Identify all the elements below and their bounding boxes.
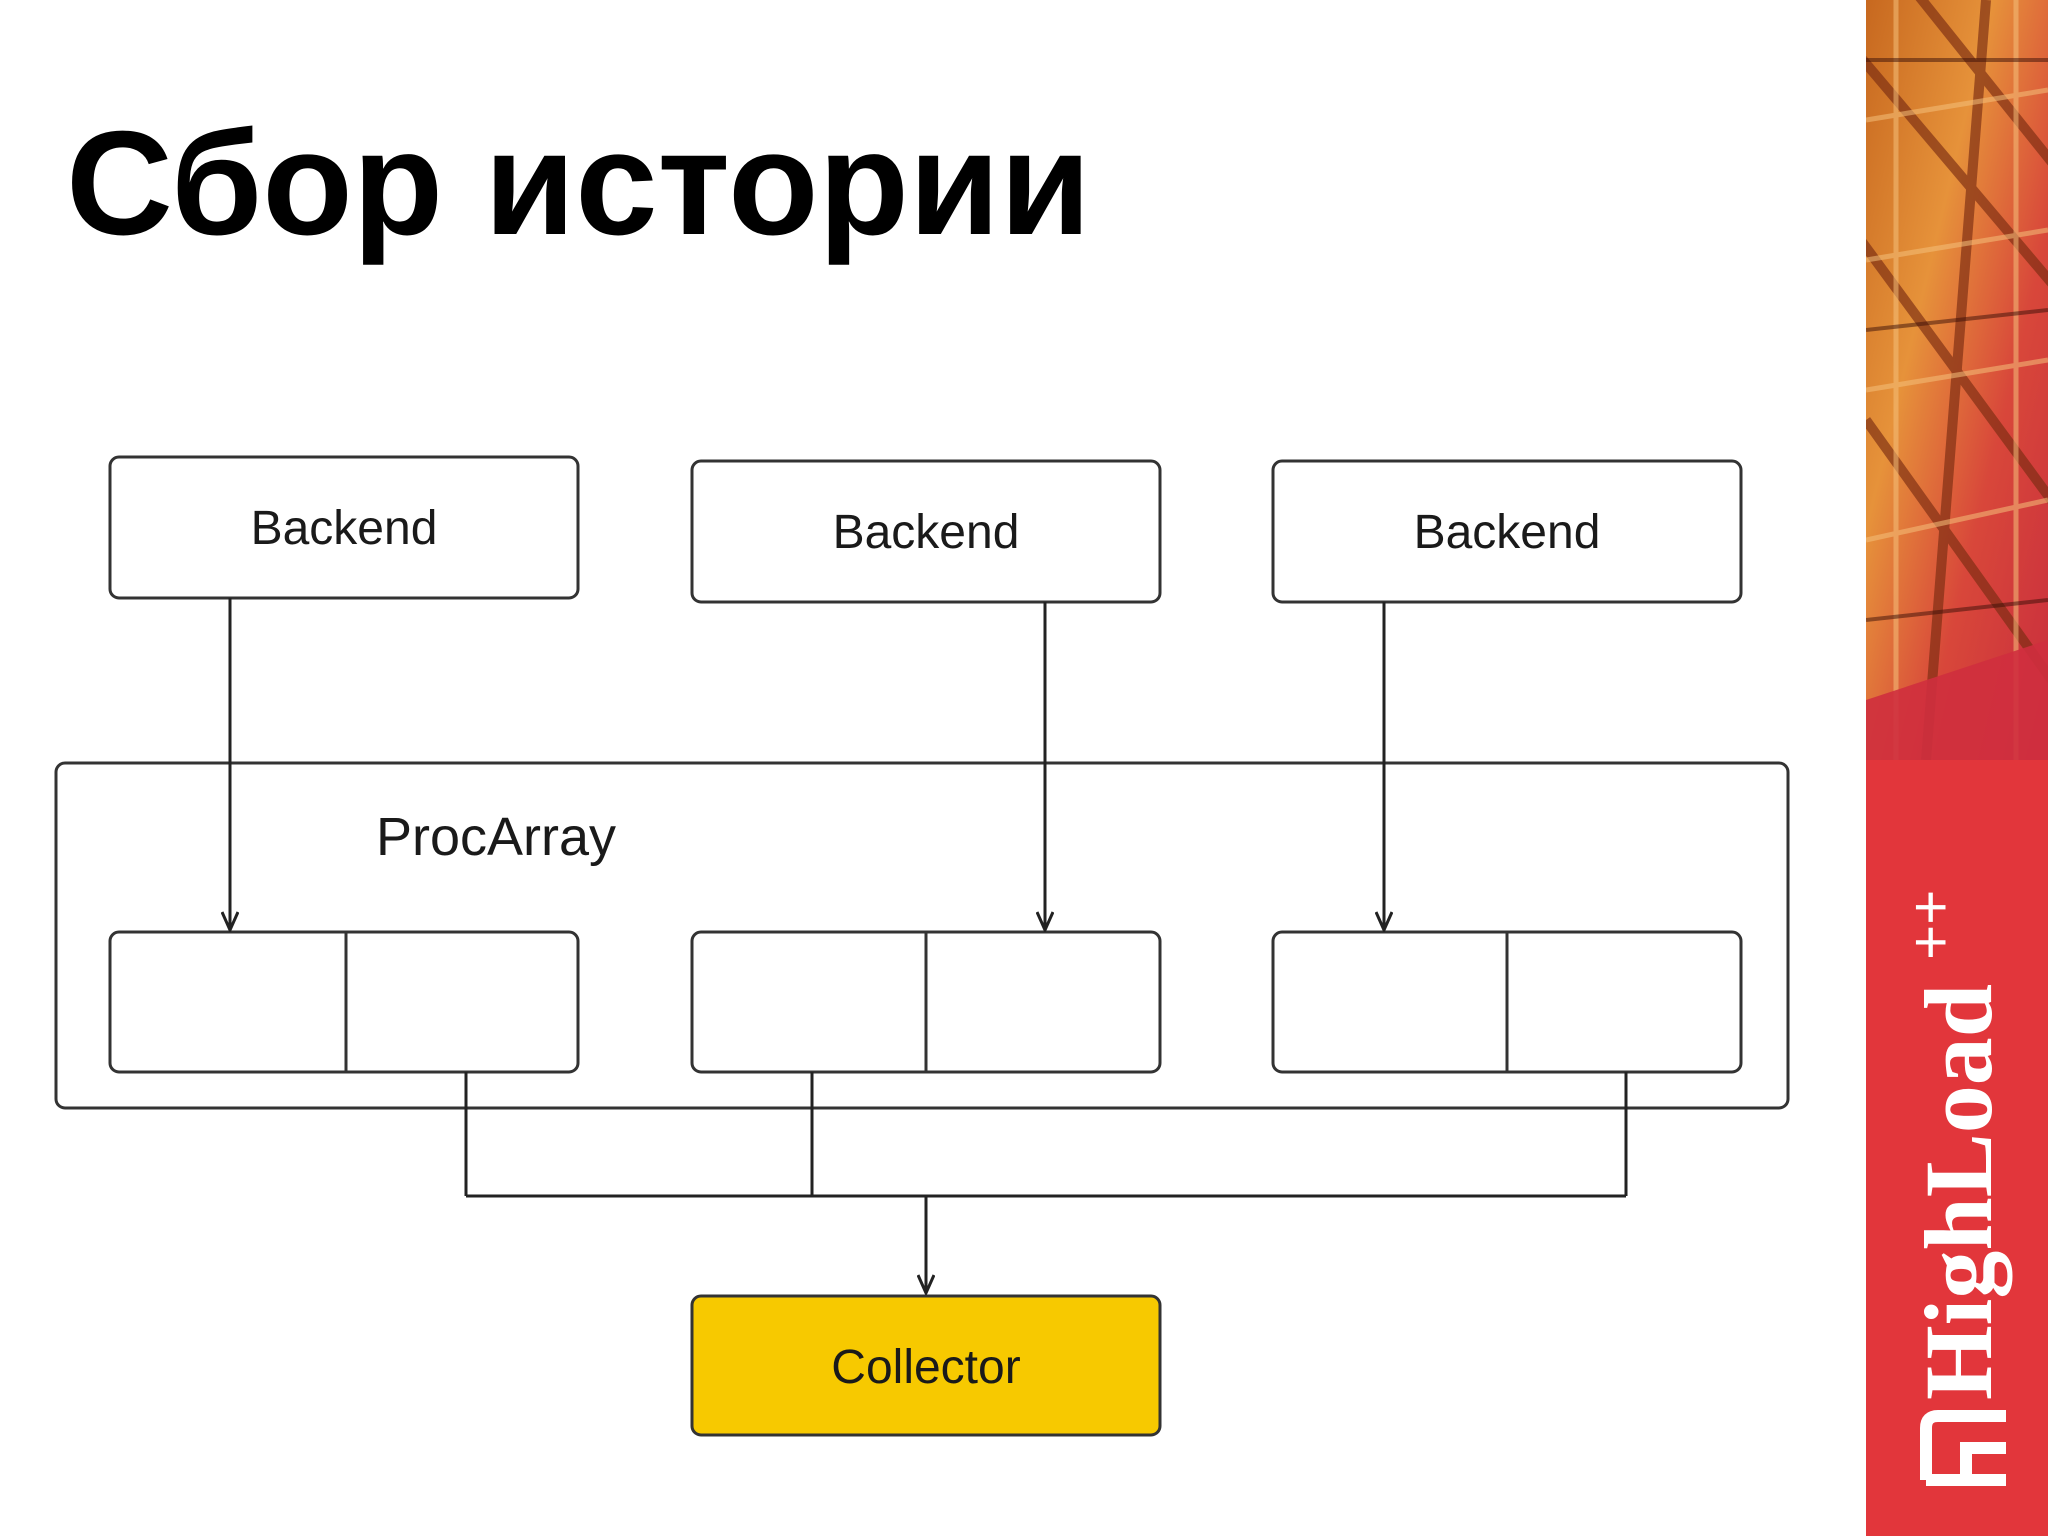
logo-text: HighLoad ++ xyxy=(1897,890,2012,1400)
highload-logo-icon xyxy=(1920,1410,2006,1486)
procarray-slot-pair-1 xyxy=(108,930,580,1074)
procarray-slot-pair-2 xyxy=(690,930,1162,1074)
procarray-slot-pair-3 xyxy=(1271,930,1743,1074)
brand-sidebar: HighLoad ++ xyxy=(1866,0,2048,1536)
backend-label: Backend xyxy=(1414,506,1601,559)
backend-label: Backend xyxy=(251,502,438,555)
backend-node-2: Backend xyxy=(690,459,1162,604)
brand-color-panel xyxy=(1866,760,2048,1536)
backend-label: Backend xyxy=(833,506,1020,559)
architecture-diagram: ProcArray Backend Backend Backend xyxy=(54,455,1790,1437)
decorative-photo-pattern xyxy=(1866,0,2048,761)
logo-superscript: ++ xyxy=(1897,890,1964,960)
procarray-label: ProcArray xyxy=(376,807,616,867)
collector-node: Collector xyxy=(690,1294,1162,1437)
logo-text-high: HighLoad xyxy=(1905,984,2012,1400)
slide-title: Сбор истории xyxy=(66,101,1091,266)
highload-logo: HighLoad ++ xyxy=(1897,890,2012,1400)
collector-label: Collector xyxy=(831,1341,1020,1394)
slots-to-collector-connector xyxy=(464,1072,1628,1293)
backend-node-1: Backend xyxy=(108,455,580,600)
backend-node-3: Backend xyxy=(1271,459,1743,604)
